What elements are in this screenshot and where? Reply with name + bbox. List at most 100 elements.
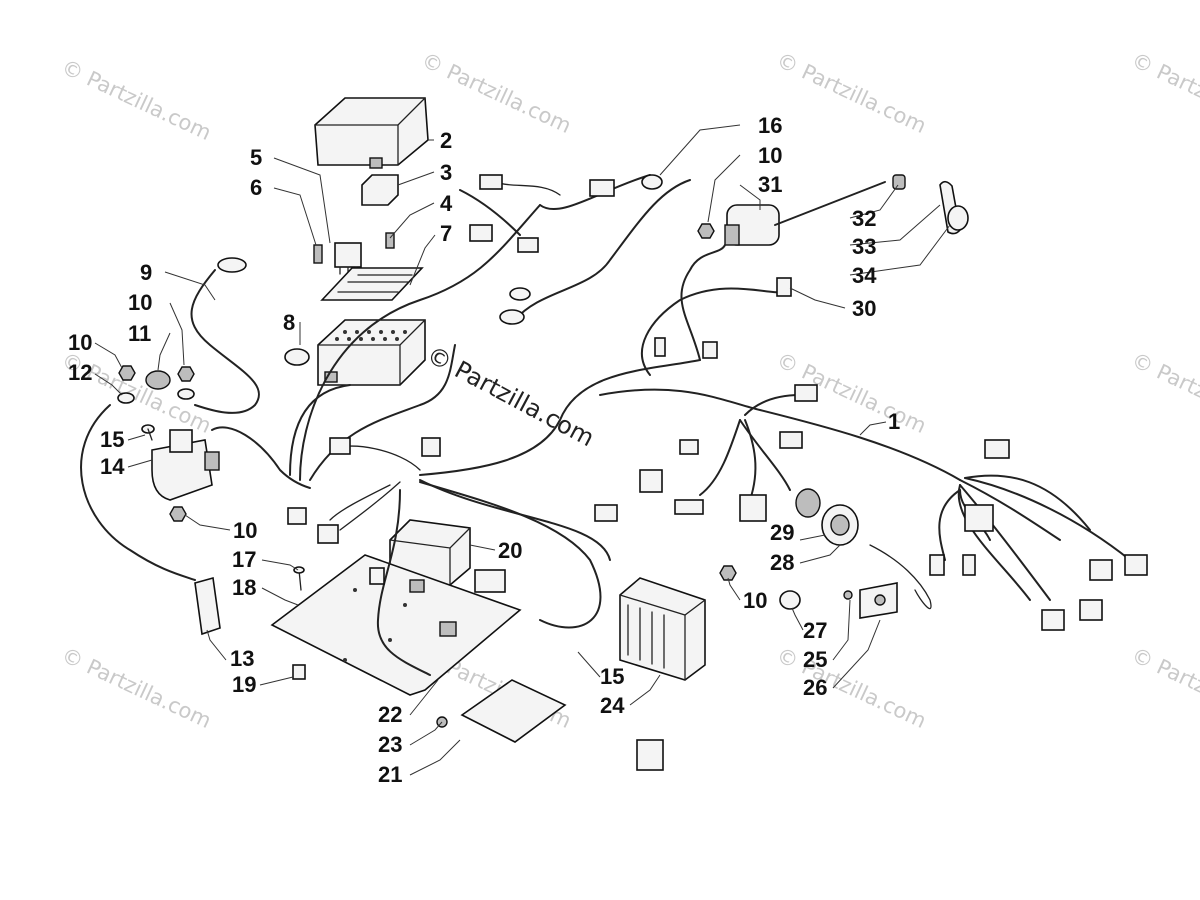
callout-28: 28	[770, 550, 794, 575]
connector	[317, 524, 339, 544]
spark-plug-wire	[774, 181, 886, 226]
ignition-switch	[821, 504, 859, 546]
battery-terminal	[145, 370, 171, 390]
connector	[287, 507, 307, 525]
callout-10: 10	[758, 143, 782, 168]
decal-sheet	[460, 679, 567, 743]
washer	[117, 392, 135, 404]
callout-8: 8	[283, 310, 295, 335]
starter-solenoid	[151, 429, 220, 501]
callout-9: 9	[140, 260, 152, 285]
battery-cable-positive	[190, 269, 260, 414]
ring-lug	[641, 174, 663, 190]
callout-2: 2	[440, 128, 452, 153]
connector	[984, 439, 1010, 459]
callout-22: 22	[378, 702, 402, 727]
washer	[177, 388, 195, 400]
callout-19: 19	[232, 672, 256, 697]
callout-13: 13	[230, 646, 254, 671]
fuse-small	[313, 244, 323, 264]
connector	[1079, 599, 1103, 621]
callout-7: 7	[440, 221, 452, 246]
callout-31: 31	[758, 172, 782, 197]
callout-17: 17	[232, 547, 256, 572]
callout-3: 3	[440, 160, 452, 185]
switch-bracket	[859, 582, 898, 619]
connector	[794, 384, 818, 402]
ignition-coil	[724, 204, 780, 246]
connector	[594, 504, 618, 522]
watermark: © Partzilla.com	[418, 48, 575, 138]
callout-20: 20	[498, 538, 522, 563]
ring-lug	[509, 287, 531, 301]
mounting-plate	[270, 554, 522, 696]
hex-nut	[719, 565, 737, 581]
callout-32: 32	[852, 206, 876, 231]
hose-clamp	[284, 348, 310, 366]
voltage-regulator	[619, 577, 706, 681]
watermark: © Partzilla.com	[1128, 643, 1200, 733]
callout-25: 25	[803, 647, 827, 672]
connector	[679, 439, 699, 455]
callout-10: 10	[233, 518, 257, 543]
callout-23: 23	[378, 732, 402, 757]
callout-27: 27	[803, 618, 827, 643]
callout-33: 33	[852, 234, 876, 259]
watermark: © Partzilla.com	[773, 48, 930, 138]
ring-lug	[499, 309, 525, 325]
connector	[779, 431, 803, 449]
callout-14: 14	[100, 454, 125, 479]
fuse-box-cover	[314, 97, 429, 169]
connector	[776, 277, 792, 297]
leader-lines	[94, 124, 951, 776]
callout-34: 34	[852, 263, 877, 288]
switch-nut	[795, 488, 821, 518]
watermark: © Partzilla.com	[1128, 48, 1200, 138]
callout-11: 11	[128, 321, 151, 346]
cdi-module	[389, 519, 471, 586]
callout-10: 10	[743, 588, 767, 613]
callout-1: 1	[888, 409, 900, 434]
ring-lug	[217, 257, 247, 273]
relay-small	[334, 242, 362, 275]
callout-15: 15	[100, 427, 124, 452]
battery-cable-negative	[80, 404, 196, 581]
seal	[892, 174, 906, 190]
bushing	[292, 664, 306, 680]
callout-10: 10	[128, 290, 152, 315]
hex-nut	[697, 223, 715, 239]
connector	[517, 237, 539, 253]
callout-18: 18	[232, 575, 256, 600]
connector	[469, 224, 493, 242]
callout-24: 24	[600, 693, 625, 718]
connector	[962, 554, 976, 576]
connector	[674, 499, 704, 515]
callout-4: 4	[440, 191, 453, 216]
connector	[1041, 609, 1065, 631]
callout-29: 29	[770, 520, 794, 545]
fuse-block	[317, 319, 426, 386]
hex-nut	[118, 365, 136, 381]
connector	[474, 569, 506, 593]
hex-nut	[169, 506, 187, 522]
connector	[589, 179, 615, 197]
connector	[702, 341, 718, 359]
connector	[421, 437, 441, 457]
connector	[639, 469, 663, 493]
hex-nut	[177, 366, 195, 382]
callout-16: 16	[758, 113, 782, 138]
callout-30: 30	[852, 296, 876, 321]
screw	[843, 590, 853, 600]
blade-fuse	[385, 232, 395, 249]
connector	[964, 504, 994, 532]
connector	[329, 437, 351, 455]
callout-15: 15	[600, 664, 624, 689]
callout-26: 26	[803, 675, 827, 700]
relay-large	[361, 174, 399, 206]
callout-10: 10	[68, 330, 92, 355]
center-watermark: © Partzilla.com	[422, 341, 599, 453]
watermark: © Partzilla.com	[58, 643, 215, 733]
connector	[1089, 559, 1113, 581]
terminal-cap	[947, 205, 969, 231]
connector	[636, 739, 664, 771]
